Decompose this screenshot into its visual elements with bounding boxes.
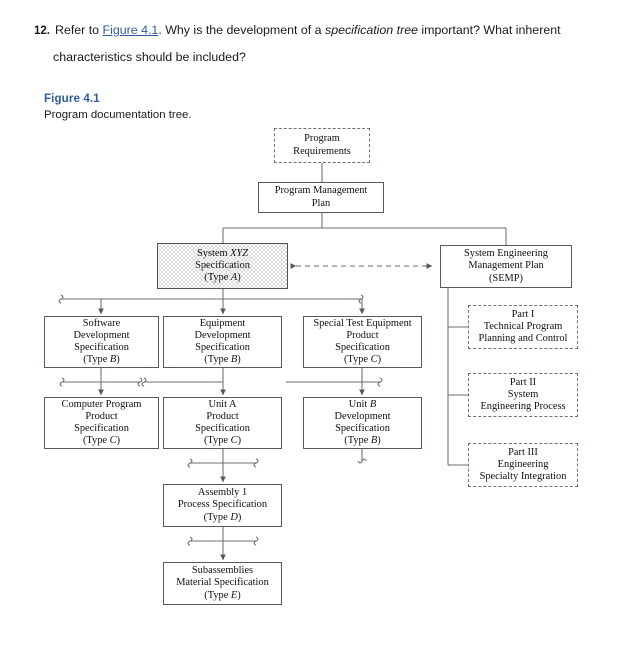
node-part-iii-line: Specialty Integration (479, 471, 567, 483)
node-part-i-line: Technical Program (483, 320, 563, 332)
node-software-development-specification-line: Development (73, 329, 130, 341)
node-part-i-line: Part I (511, 308, 535, 320)
node-special-test-equipment-product-specification-line: Specification (335, 342, 390, 353)
node-system-xyz-specification-line: System XYZ (196, 247, 249, 259)
node-part-ii-line: Engineering Process (480, 401, 566, 413)
question-block: 12. Refer to Figure 4.1. Why is the deve… (0, 0, 622, 67)
node-computer-program-product-specification-line: Product (85, 410, 118, 422)
figure-title: Figure 4.1 (44, 92, 100, 105)
node-unit-b-development-specification-line: (Type B) (344, 435, 381, 447)
question-text-after-link-b: important? What inherent (417, 23, 561, 37)
question-line-1: 12. Refer to Figure 4.1. Why is the deve… (0, 0, 622, 40)
node-part-i-line: Planning and Control (478, 333, 568, 345)
node-assembly-1-process-specification-line: (Type D) (203, 511, 242, 523)
question-text-before-link: Refer to (55, 23, 103, 37)
node-unit-a-product-specification-line: Unit A (208, 398, 237, 410)
question-text-after-link-a: . Why is the development of a (158, 23, 325, 37)
node-part-iii-line: Part III (508, 446, 538, 458)
node-special-test-equipment-product-specification-line: Product (346, 329, 379, 341)
node-part-ii-line: System (507, 388, 539, 400)
node-unit-b-development-specification-line: Development (334, 410, 391, 422)
node-software-development-specification-line: Software (82, 317, 121, 329)
node-subassemblies-material-specification-line: Material Specification (176, 577, 269, 589)
node-computer-program-product-specification-line: (Type C) (82, 435, 121, 447)
question-emphasis: specification tree (325, 23, 418, 37)
node-software-development-specification-line: (Type B) (83, 354, 120, 366)
node-equipment-development-specification-line: (Type B) (204, 354, 241, 366)
node-part-ii-line: Part II (509, 376, 537, 388)
node-subassemblies-material-specification-line: (Type E) (204, 589, 241, 601)
node-computer-program-product-specification-line: Specification (74, 423, 129, 434)
question-line-2: characteristics should be included? (53, 49, 246, 64)
question-number: 12. (34, 24, 50, 37)
figure-caption: Figure 4.1 Program documentation tree. (44, 92, 192, 121)
node-subassemblies-material-specification-line: Subassemblies (191, 565, 254, 577)
node-computer-program-product-specification-line: Computer Program (61, 398, 142, 410)
figure-link[interactable]: Figure 4.1 (102, 23, 159, 37)
node-assembly-1-process-specification-line: Process Specification (177, 499, 268, 511)
node-part-iii-line: Engineering (497, 458, 549, 470)
node-special-test-equipment-product-specification-line: (Type C) (343, 354, 382, 366)
node-unit-b-development-specification-line: Specification (335, 423, 390, 434)
node-program-management-plan-line: Program Management (274, 185, 368, 197)
figure-subtitle: Program documentation tree. (44, 109, 192, 121)
node-program-requirements-line: Program (304, 133, 340, 145)
node-software-development-specification-line: Specification (74, 342, 129, 353)
node-equipment-development-specification-line: Specification (195, 342, 250, 353)
node-system-xyz-specification-line: (Type A) (204, 272, 241, 284)
node-equipment-development-specification-line: Development (194, 329, 251, 341)
question-text: Refer to Figure 4.1. Why is the developm… (55, 22, 604, 40)
node-special-test-equipment-product-specification-line: Special Test Equipment (313, 317, 412, 329)
node-assembly-1-process-specification-line: Assembly 1 (197, 487, 248, 499)
node-program-management-plan-line: Plan (311, 197, 331, 209)
node-unit-a-product-specification-line: Specification (195, 423, 250, 434)
node-program-requirements-line: Requirements (293, 145, 351, 157)
node-system-xyz-specification-line: Specification (195, 259, 250, 271)
node-semp-line: Management Plan (468, 260, 544, 272)
node-semp-line: (SEMP) (488, 272, 524, 284)
node-unit-b-development-specification-line: Unit B (348, 398, 377, 410)
node-equipment-development-specification-line: Equipment (199, 317, 246, 329)
node-semp-line: System Engineering (464, 248, 548, 260)
node-unit-a-product-specification-line: Product (206, 410, 239, 422)
node-unit-a-product-specification-line: (Type C) (203, 435, 242, 447)
